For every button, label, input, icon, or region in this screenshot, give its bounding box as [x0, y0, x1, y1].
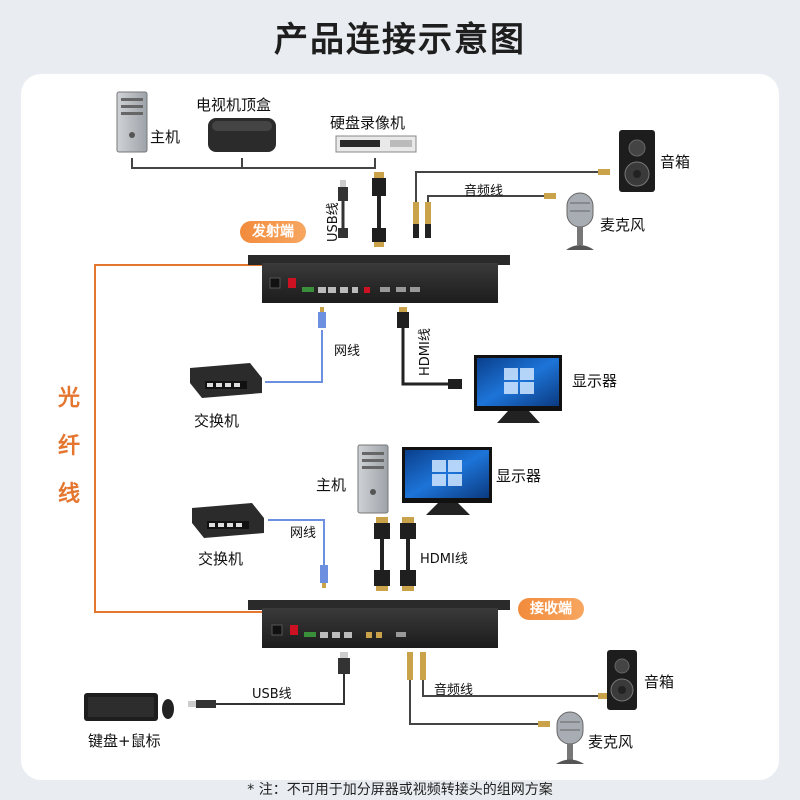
tx-rack-unit: [248, 255, 510, 303]
tx-audio-cable-mic: [427, 195, 545, 202]
tx-settop-label: 电视机顶盒: [196, 96, 272, 114]
rx-audio-jacks: [407, 652, 610, 727]
tx-audio-cable-speaker: [415, 171, 600, 202]
rx-speaker-label: 音箱: [644, 673, 675, 691]
tx-speaker-label: 音箱: [660, 153, 691, 171]
rx-switch: [192, 503, 264, 538]
footnote: * 注：不可用于加分屏器或视频转接头的组网方案: [247, 782, 553, 798]
tx-nvr-label: 硬盘录像机: [330, 114, 406, 132]
tx-microphone: [566, 192, 594, 250]
rx-switch-label: 交换机: [198, 550, 244, 568]
tx-settop-box: [208, 118, 276, 152]
transmitter-badge: 发射端: [240, 221, 306, 243]
rx-audio-cable-label: 音频线: [434, 683, 474, 698]
tx-hdmi-cable: [372, 172, 386, 247]
tx-switch-label: 交换机: [194, 412, 240, 430]
rx-hdmi-cables: [374, 517, 416, 591]
rx-audio-cable-mic: [409, 680, 538, 725]
fiber-label-3: 线: [58, 482, 81, 507]
fiber-label-1: 光: [58, 386, 81, 411]
tx-host-label: 主机: [150, 128, 181, 146]
tx-monitor: [474, 355, 562, 423]
tx-switch: [190, 363, 262, 398]
tx-speaker: [619, 130, 655, 192]
rx-mic-label: 麦克风: [588, 733, 634, 751]
tx-usb-cable: [338, 180, 348, 238]
receiver-badge: 接收端: [518, 598, 584, 620]
rx-hdmi-cable-label: HDMI线: [420, 552, 468, 567]
rx-host-label: 主机: [316, 476, 347, 494]
rx-microphone: [556, 711, 584, 764]
tx-monitor-label: 显示器: [572, 372, 618, 390]
rx-keyboard-mouse-label: 键盘+鼠标: [88, 732, 161, 750]
page-title: 产品连接示意图: [274, 20, 526, 60]
tx-network-cable-label: 网线: [334, 344, 361, 359]
rx-rack-unit: [248, 600, 510, 648]
rx-network-cable-label: 网线: [290, 526, 317, 541]
rx-audio-cable-speaker: [422, 680, 598, 697]
rx-monitor: [402, 447, 492, 515]
tx-hdmi-cable-label: HDMI线: [418, 328, 433, 376]
tx-nvr: [335, 135, 417, 153]
rx-host-tower: [357, 444, 389, 514]
rx-monitor-label: 显示器: [496, 467, 542, 485]
tx-network-cable: [265, 307, 326, 383]
tx-host-tower: [116, 91, 148, 153]
fiber-label-2: 纤: [58, 434, 81, 459]
tx-audio-cable-label: 音频线: [464, 184, 504, 199]
fiber-line: [94, 264, 262, 613]
rx-keyboard-mouse: [84, 693, 174, 721]
rx-speaker: [607, 650, 637, 710]
rx-network-cable: [268, 519, 328, 588]
tx-usb-cable-label: USB线: [326, 202, 341, 242]
tx-source-bus: [131, 158, 376, 169]
rx-usb-cable-label: USB线: [252, 687, 292, 702]
tx-mic-label: 麦克风: [600, 216, 646, 234]
tx-hdmi-to-monitor-cable: [397, 307, 462, 389]
tx-audio-jacks: [413, 169, 610, 238]
rx-usb-cable: [188, 652, 350, 708]
